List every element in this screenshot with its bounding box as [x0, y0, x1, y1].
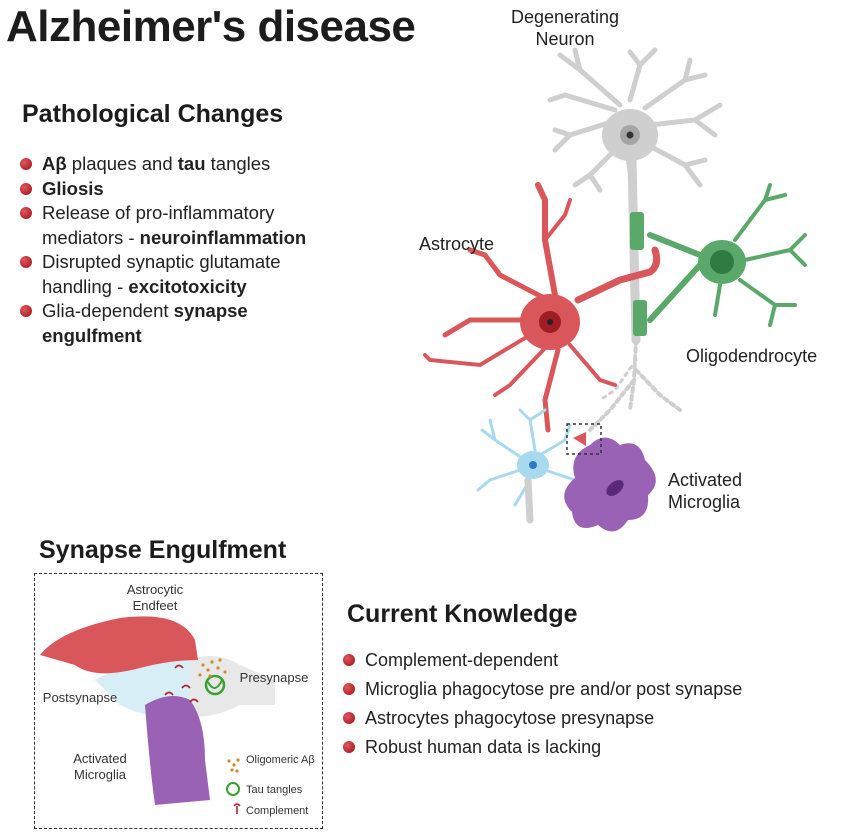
legend-complement: Complement [246, 805, 309, 817]
knowledge-item: Microglia phagocytose pre and/or post sy… [343, 675, 843, 704]
presynapse-label: Presynapse [239, 670, 309, 685]
pathological-item: Aβ plaques and tau tangles [20, 152, 340, 177]
knowledge-item: Robust human data is lacking [343, 733, 843, 762]
oligodendrocyte-label: Oligodendrocyte [686, 346, 818, 366]
bullet-icon [20, 182, 32, 195]
item-text: plaques and [66, 153, 178, 174]
bold-term: excitotoxicity [128, 275, 247, 297]
item-text: Microglia phagocytose pre and/or post sy… [365, 679, 743, 699]
astrocyte-label: Astrocyte [419, 234, 495, 254]
pathological-item: Glia-dependent synapse engulfment [20, 299, 340, 348]
bullet-icon [343, 741, 355, 753]
synapse-heading: Synapse Engulfment [39, 536, 287, 564]
bold-term: tau [177, 153, 206, 174]
pathological-heading: Pathological Changes [22, 100, 284, 128]
item-text: Complement-dependent [365, 650, 559, 670]
neuron-label: Degenerating Neuron [510, 7, 620, 49]
myelin-sheath-upper [630, 212, 644, 250]
bullet-icon [343, 654, 355, 666]
bullet-icon [343, 712, 355, 724]
bullet-icon [20, 305, 32, 317]
oligodendrocyte [647, 183, 807, 327]
synapse-inset-box [34, 573, 323, 829]
bullet-icon [20, 207, 32, 219]
knowledge-item: Complement-dependent [343, 646, 843, 675]
pathological-item: Release of pro-inflammatory mediators - … [20, 201, 340, 250]
endfeet-label: Astrocytic Endfeet [126, 582, 184, 613]
item-text: Glia-dependent [42, 300, 174, 321]
astrocyte [423, 182, 661, 433]
item-text: Release of pro-inflammatory mediators - [42, 202, 275, 248]
bullet-icon [20, 256, 32, 268]
activated-microglia-label: Activated Microglia [668, 470, 743, 512]
knowledge-heading: Current Knowledge [347, 600, 578, 628]
synapse-illustration [40, 616, 275, 814]
synapse-microglia-label: Activated Microglia [73, 751, 127, 782]
bullet-icon [20, 158, 32, 170]
page-title: Alzheimer's disease [6, 2, 416, 51]
myelin-sheath-lower [633, 300, 647, 336]
item-text: Astrocytes phagocytose presynapse [365, 708, 655, 728]
postsynapse-label: Postsynapse [42, 690, 118, 705]
pathological-item: Disrupted synaptic glutamate handling - … [20, 250, 340, 299]
legend-tau: Tau tangles [246, 784, 303, 796]
inset-marker [566, 423, 602, 455]
bullet-icon [343, 683, 355, 695]
bold-term: neuroinflammation [139, 226, 307, 248]
bold-term: Gliosis [42, 177, 104, 199]
item-text: Robust human data is lacking [365, 737, 602, 757]
item-text: Disrupted synaptic glutamate handling - [42, 251, 281, 297]
knowledge-item: Astrocytes phagocytose presynapse [343, 704, 843, 733]
item-text: tangles [205, 153, 271, 174]
legend-oligomeric: Oligomeric Aβ [246, 754, 315, 766]
bold-term: Aβ [42, 153, 67, 174]
bold-term: synapse engulfment [42, 300, 248, 346]
pathological-item: Gliosis [20, 177, 340, 202]
